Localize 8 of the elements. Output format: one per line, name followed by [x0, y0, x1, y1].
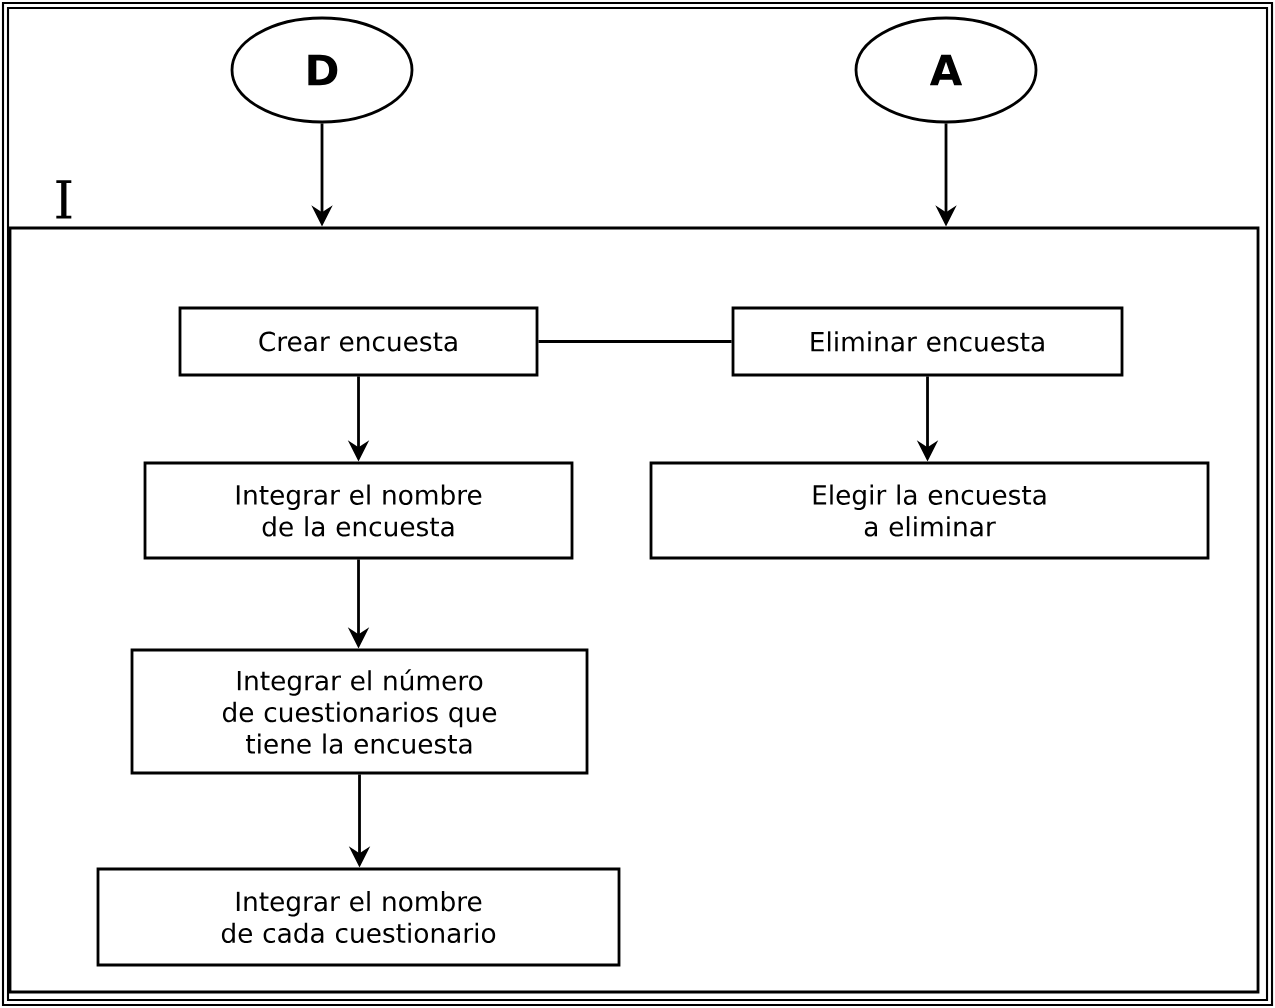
- node-label: I: [56, 180, 72, 219]
- connector-line: [538, 340, 732, 343]
- process-box: Eliminar encuesta: [731, 306, 1124, 377]
- process-box: Integrar el nombre de cada cuestionario: [96, 867, 621, 967]
- process-box: Crear encuesta: [178, 306, 539, 377]
- process-box: Elegir la encuesta a eliminar: [649, 461, 1210, 560]
- process-box: Integrar el número de cuestionarios que tiene la encuesta: [130, 648, 589, 775]
- process-box: Integrar el nombre de la encuesta: [143, 461, 574, 560]
